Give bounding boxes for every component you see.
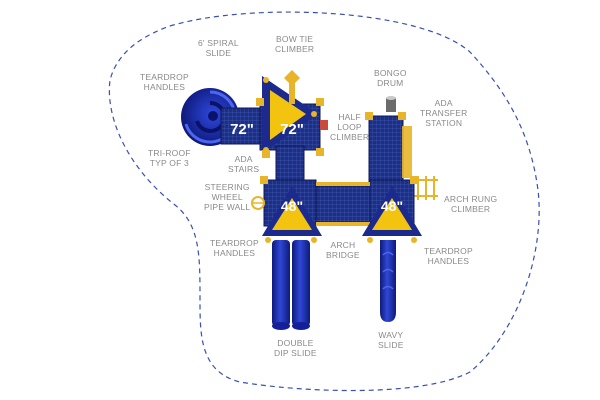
tri-roof-right <box>362 186 422 236</box>
bow-tie-climber <box>284 70 300 104</box>
tri-roof-top <box>262 76 318 153</box>
steering-wheel <box>251 196 265 210</box>
deck-height-right-high: 72" <box>280 121 304 138</box>
teardrop-handles <box>265 237 417 243</box>
deck-height-labels: 72" 72" 48" 48" <box>230 121 403 214</box>
use-zone-boundary <box>108 11 540 392</box>
wavy-slide <box>380 240 396 322</box>
right-tower <box>365 112 412 187</box>
tri-roof-left <box>262 186 322 236</box>
deck-height-left-low: 48" <box>281 198 303 214</box>
bongo-drum <box>386 96 396 112</box>
double-dip-slide <box>272 240 310 330</box>
deck-height-right-low: 48" <box>381 198 403 214</box>
left-tower-posts <box>256 98 328 158</box>
deck-height-left-high: 72" <box>230 121 254 138</box>
